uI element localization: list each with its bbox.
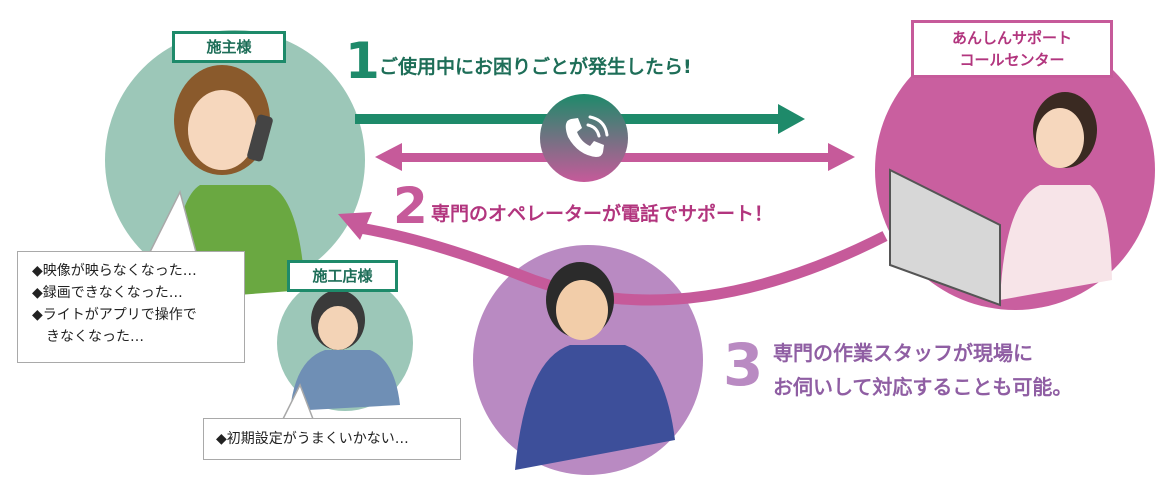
step3-text-line2: お伺いして対応することも可能。: [773, 375, 1073, 399]
owner-issue-item: きなくなった…: [32, 329, 144, 345]
contractor-illustration: [290, 290, 400, 411]
staff-illustration: [515, 262, 675, 470]
step3-text-line1: 専門の作業スタッフが現場に: [773, 341, 1033, 365]
support-center-label-line2: コールセンター: [959, 51, 1065, 69]
phone-icon: [565, 115, 609, 157]
phone-badge: [540, 94, 628, 182]
contractor-issues-bubble: ◆初期設定がうまくいかない…: [203, 418, 461, 460]
support-center-label: あんしんサポート コールセンター: [911, 20, 1113, 78]
owner-issues-bubble: ◆映像が映らなくなった… ◆録画できなくなった… ◆ライトがアプリで操作で きな…: [17, 251, 245, 363]
contractor-label: 施工店様: [287, 260, 398, 292]
step3-text: 専門の作業スタッフが現場に お伺いして対応することも可能。: [773, 336, 1072, 404]
step2-text: 専門のオペレーターが電話でサポート！: [431, 203, 774, 225]
step3-number: 3: [723, 331, 764, 399]
owner-label: 施主様: [172, 31, 286, 63]
owner-issue-item: ◆録画できなくなった…: [32, 285, 183, 301]
contractor-issue-item: ◆初期設定がうまくいかない…: [216, 431, 409, 447]
step2-number: 2: [393, 177, 428, 235]
owner-issue-item: ◆映像が映らなくなった…: [32, 263, 197, 279]
owner-issue-item: ◆ライトがアプリで操作で: [32, 307, 197, 323]
step1-number: 1: [345, 32, 380, 90]
operator-illustration: [889, 92, 1112, 307]
step1-text: ご使用中にお困りごとが発生したら!: [379, 56, 692, 78]
support-center-label-line1: あんしんサポート: [951, 29, 1072, 47]
